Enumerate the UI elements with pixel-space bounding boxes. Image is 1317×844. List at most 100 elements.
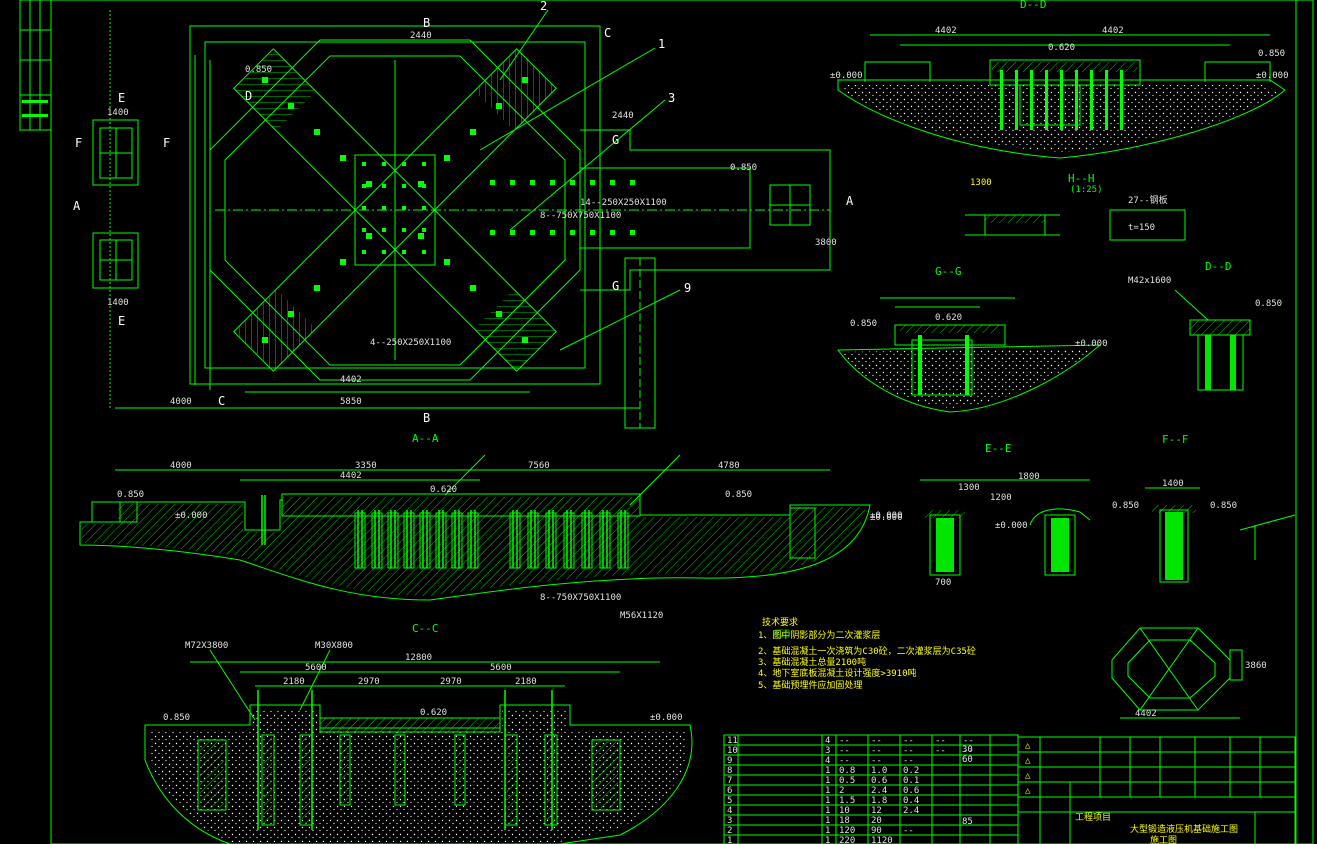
hh-note: 1300 <box>970 178 992 188</box>
left-binding-strip <box>19 0 52 131</box>
plan-arm-bolt <box>510 230 515 235</box>
cc-pile-fill <box>397 737 403 803</box>
cc-dim-2970-left: 2970 <box>358 677 380 687</box>
table-cell: -- <box>839 746 850 756</box>
section-title-ff: F--F <box>1162 433 1189 446</box>
aa-pile <box>354 512 366 569</box>
aa-hole-label: 8--750X750X1100 <box>540 593 621 603</box>
notes-title: 技术要求 <box>762 616 798 628</box>
plan-center-bolt <box>402 250 406 254</box>
aa-dim-4000: 4000 <box>170 461 192 471</box>
ee-elev-000-mid: ±0.000 <box>995 521 1028 531</box>
ee-dim-1800: 1800 <box>1018 472 1040 482</box>
table-cell: 3 <box>825 746 830 756</box>
table-cell: -- <box>963 736 974 746</box>
plan-arm-bolt <box>490 230 495 235</box>
plan-dim-3800: 3800 <box>815 238 837 248</box>
aa-dim-7560: 7560 <box>528 461 550 471</box>
table-cell: -- <box>903 746 914 756</box>
aa-elev-000: ±0.000 <box>175 511 208 521</box>
plan-bolt <box>340 259 346 265</box>
plan-center-bolt <box>382 184 386 188</box>
oct-dim-3860: 3860 <box>1245 661 1267 671</box>
table-cell: -- <box>903 736 914 746</box>
table-cell: 10 <box>839 806 850 816</box>
tb-subtitle: 工程项目 <box>1075 812 1111 823</box>
marker-b-top: B <box>423 16 430 30</box>
aa-pile <box>563 512 575 569</box>
dd-elev-000-right: ±0.000 <box>1256 71 1289 81</box>
callout-2: 2 <box>540 0 547 13</box>
section-title-aa: A--A <box>412 432 439 445</box>
cc-dim-2180-right: 2180 <box>515 677 537 687</box>
dd-pier <box>1030 70 1033 130</box>
aa-pile <box>527 512 539 569</box>
plan-dim-1400-top: 1400 <box>107 108 129 118</box>
table-cell: 0.4 <box>903 796 919 806</box>
plan-center-bolt <box>382 228 386 232</box>
plan-center-bolt <box>402 184 406 188</box>
plan-bolt <box>314 285 320 291</box>
plan-center-bolt <box>422 162 426 166</box>
plan-bolt <box>288 311 294 317</box>
plan-bolt <box>418 233 424 239</box>
cc-pile-fill <box>342 737 348 803</box>
dd-dim-4402-left: 4402 <box>935 26 957 36</box>
tb-mark-4: △ <box>1025 786 1031 796</box>
table-cell: -- <box>963 746 974 756</box>
marker-a-left: A <box>73 199 81 213</box>
marker-e-bottom: E <box>118 314 125 328</box>
table-cell: 1120 <box>871 836 893 844</box>
cc-dim-5600-left: 5600 <box>305 663 327 673</box>
plan-bolt <box>522 337 528 343</box>
table-cell: 1.0 <box>871 766 887 776</box>
gg-elev-0620: 0.620 <box>935 313 962 323</box>
plan-arm-bolt <box>630 230 635 235</box>
dd-pier <box>1120 70 1123 130</box>
table-cell: -- <box>903 826 914 836</box>
table-cell: 0.2 <box>903 766 919 776</box>
plan-center-bolt <box>382 162 386 166</box>
plan-arm-bolt <box>550 230 555 235</box>
aa-pile <box>435 512 447 569</box>
table-cell: 1.5 <box>839 796 855 806</box>
cc-elev-0620: 0.620 <box>420 708 447 718</box>
table-cell: -- <box>871 736 882 746</box>
cc-pile-fill <box>457 737 463 803</box>
plan-dim-4402: 4402 <box>340 375 362 385</box>
plan-bolt <box>470 285 476 291</box>
plan-bolt <box>522 77 528 83</box>
plan-dim-4000: 4000 <box>170 397 192 407</box>
table-cell: 1 <box>825 786 830 796</box>
tb-mark-1: △ <box>1025 741 1031 751</box>
plan-arm-bolt <box>590 230 595 235</box>
cc-pile <box>261 734 275 826</box>
table-cell: 2.4 <box>871 786 887 796</box>
plan-bolt <box>366 233 372 239</box>
cc-pile <box>339 734 351 806</box>
gg-pier <box>918 335 922 395</box>
aa-pile <box>545 512 557 569</box>
plan-center-bolt <box>402 206 406 210</box>
cc-pile <box>544 734 558 826</box>
ee-dim-700: 700 <box>935 578 951 588</box>
table-cell: 1 <box>825 806 830 816</box>
tb-drawing-title: 大型锻造液压机基础施工图 <box>1130 823 1238 835</box>
plan-center-bolt <box>422 250 426 254</box>
plan-view <box>92 9 831 429</box>
table-cell: -- <box>839 756 850 766</box>
plan-center-bolt <box>422 184 426 188</box>
plan-bolt <box>366 181 372 187</box>
plan-elev-0850-right: 0.850 <box>730 163 757 173</box>
plan-bolt <box>262 77 268 83</box>
table-cell: 4 <box>825 756 830 766</box>
technical-notes: 技术要求 1、图中阴影部分为二次灌浆层 2、基础混凝土一次浇筑为C30砼，二次灌… <box>758 616 976 691</box>
cc-dim-2970-right: 2970 <box>440 677 462 687</box>
dd-bolt-label: M42x1600 <box>1128 276 1171 286</box>
hh-plate-thickness: t=150 <box>1128 223 1155 233</box>
cc-bolt-label-2: M30X800 <box>315 641 353 651</box>
table-cell: 1 <box>825 836 830 844</box>
table-cell: 18 <box>839 816 850 826</box>
plan-arm-bolt <box>530 230 535 235</box>
